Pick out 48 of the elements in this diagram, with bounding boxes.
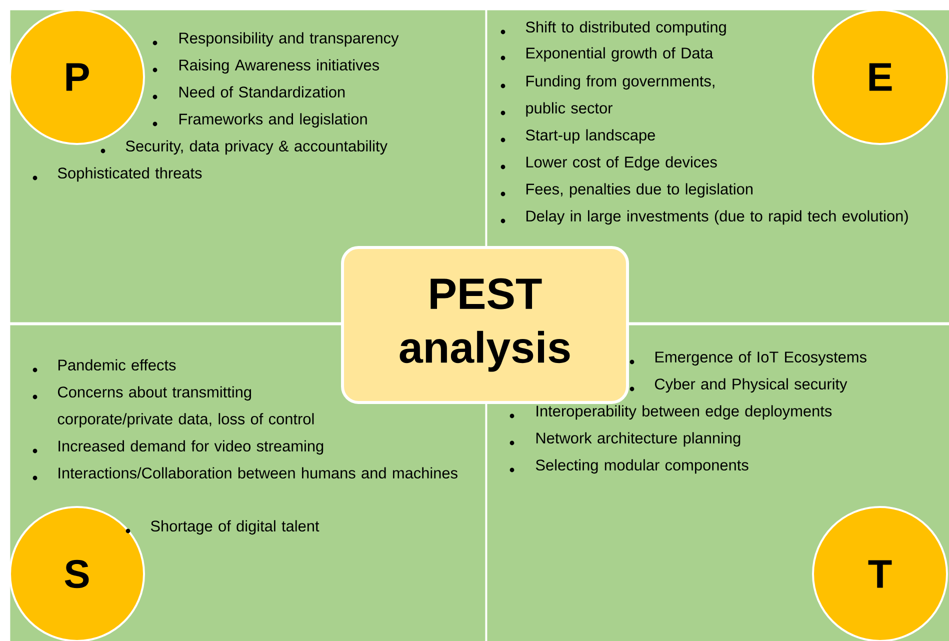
- bullet-text: Sophisticated threats: [58, 167, 202, 182]
- bullet-point: [500, 138, 506, 142]
- title-box: PEST analysis: [341, 246, 629, 404]
- bullet-point: [500, 30, 506, 34]
- bullet-point: [510, 440, 514, 446]
- bullet-text: Fees, penalties due to legislation: [526, 183, 752, 198]
- bullet-text: Pandemic effects: [58, 359, 176, 371]
- bullet-text: Network architecture planning: [536, 432, 740, 447]
- bullet-point: [500, 218, 506, 224]
- bullet-point: [510, 468, 514, 472]
- bullet-text: Emergence of IoT Ecosystems: [655, 351, 866, 366]
- bullet-point: [510, 414, 514, 418]
- bullet-point: [152, 68, 158, 72]
- bullet-point: [500, 192, 506, 196]
- bullet-point: [32, 176, 38, 180]
- bullet-point: [152, 94, 158, 100]
- bullet-text: Frameworks and legislation: [179, 113, 367, 128]
- bullet-text: Interoperability between edge deployments: [536, 405, 832, 420]
- bullet-point: [32, 394, 38, 400]
- bullet-point: [32, 368, 38, 372]
- bullet-text: Need of Standardization: [179, 86, 345, 98]
- bullet-text: Shift to distributed computing: [526, 21, 726, 36]
- bullet-text: Shortage of digital talent: [150, 520, 320, 535]
- bullet-text: Raising Awareness initiatives: [179, 59, 379, 74]
- bullet-point: [630, 386, 634, 392]
- bullet-point: [100, 148, 106, 154]
- bullet-text: Responsibility and transparency: [179, 32, 399, 47]
- bullet-point: [500, 110, 506, 116]
- bullet-text: Delay in large investments (due to rapid tech evolution): [526, 210, 908, 225]
- bullet-point: [500, 164, 506, 170]
- bullet-text: Funding from governments,: [526, 75, 714, 90]
- bullet-text: Exponential growth of Data: [526, 47, 714, 62]
- bullet-text: Interactions/Collaboration between humans and machines: [58, 467, 458, 479]
- bullet-point: [32, 476, 38, 480]
- bullet-point: [152, 122, 158, 126]
- bullet-text: Start-up landscape: [526, 129, 655, 144]
- bullet-text: public sector: [526, 102, 612, 117]
- bullet-text: Cyber and Physical security: [654, 378, 848, 393]
- bullet-point: [32, 448, 38, 454]
- bullet-text: Increased demand for video streaming: [58, 440, 324, 455]
- bullet-text: Selecting modular components: [536, 459, 748, 474]
- bullet-point: [152, 40, 158, 46]
- bullet-text: Concerns about transmitting corporate/private data, loss of control: [58, 386, 314, 428]
- bullet-point: [500, 56, 506, 60]
- bullet-point: [630, 360, 634, 364]
- bullet-point: [126, 528, 130, 534]
- bullet-text: Lower cost of Edge devices: [526, 156, 717, 171]
- bullet-point: [500, 84, 506, 88]
